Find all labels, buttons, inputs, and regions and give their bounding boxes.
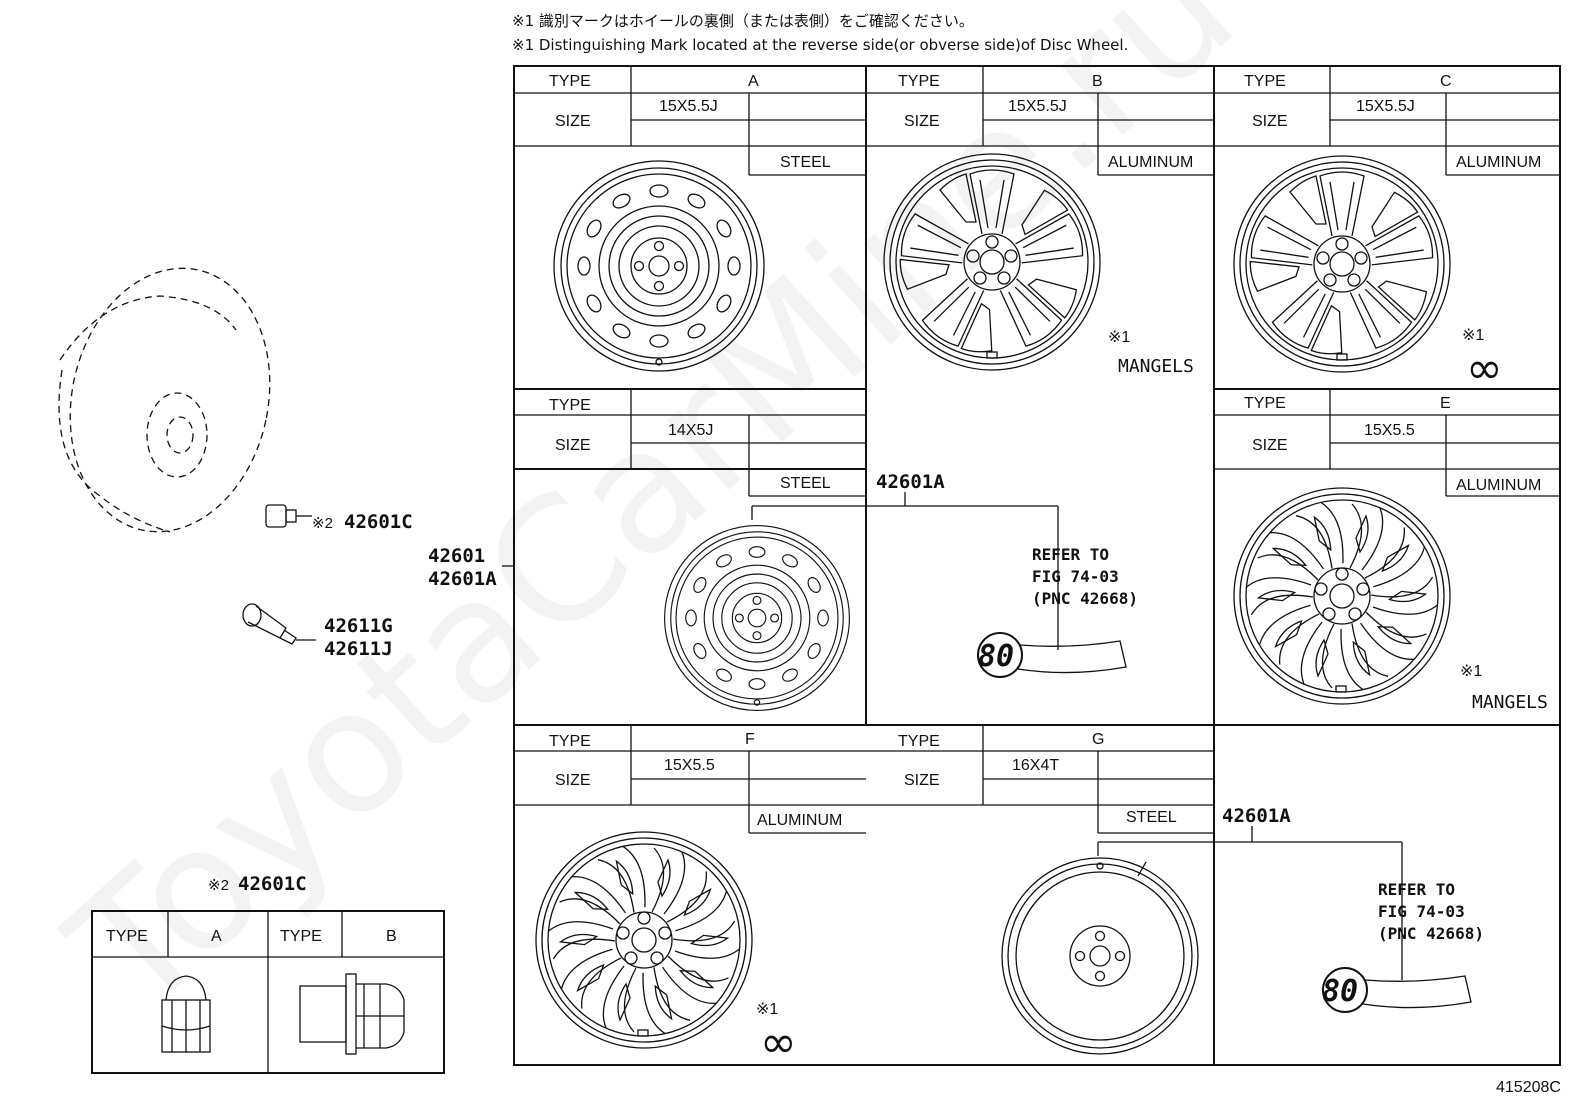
svg-text:15X5.5J: 15X5.5J (659, 98, 718, 115)
svg-text:B: B (1092, 73, 1103, 90)
svg-text:B: B (386, 928, 397, 945)
spare-wheel-16-callout: 42601A REFER TO FIG 74-03 (PNC 42668) 80 (1001, 805, 1484, 1055)
material-aluminum: ALUMINUM (1108, 154, 1193, 171)
svg-text:C: C (1440, 73, 1452, 90)
svg-text:TYPE: TYPE (1244, 73, 1286, 90)
svg-text:TYPE: TYPE (549, 733, 591, 750)
svg-text:TYPE: TYPE (106, 928, 148, 945)
svg-text:※1: ※1 (1462, 327, 1484, 344)
svg-text:SIZE: SIZE (904, 772, 940, 789)
wheel-cell-e: TYPE E SIZE 15X5.5 ALUMINUM ※1 MANGELS (1214, 389, 1560, 713)
svg-text:FIG 74-03: FIG 74-03 (1378, 902, 1465, 921)
tire-outline (58, 267, 271, 533)
nut-type-b-icon (299, 973, 405, 1055)
valve-stem-icon (242, 603, 316, 645)
mark-mangels: MANGELS (1472, 692, 1548, 713)
svg-text:SIZE: SIZE (1252, 113, 1288, 130)
svg-text:15X5.5: 15X5.5 (1364, 422, 1415, 439)
steel-wheel-spare-16 (1001, 857, 1199, 1055)
svg-text:80: 80 (1322, 974, 1358, 1009)
wheel-cell-c: TYPE C SIZE 15X5.5J ALUMINUM ※1 ∞ (1214, 66, 1560, 394)
svg-text:※1: ※1 (756, 1001, 778, 1018)
nut-table-title: 42601C (238, 873, 307, 895)
svg-text:F: F (745, 731, 755, 748)
swirl-wheel-f (536, 832, 752, 1048)
alloy-wheel-c (1234, 156, 1450, 372)
spare-wheel-14-callout: 42601A REFER TO FIG 74-03 (PNC 42668) 80 (664, 471, 1138, 711)
svg-text:TYPE: TYPE (280, 928, 322, 945)
spare-part-number: 42601A (876, 471, 945, 493)
valve-part-number-2: 42611J (324, 638, 393, 660)
nut-type-a-icon (161, 975, 211, 1053)
svg-text:E: E (1440, 395, 1451, 412)
material-aluminum: ALUMINUM (757, 812, 842, 829)
svg-text:SIZE: SIZE (904, 113, 940, 130)
wheel-part-number-1: 42601 (428, 545, 485, 567)
svg-text:TYPE: TYPE (898, 73, 940, 90)
note-japanese: ※1 識別マークはホイールの裏側（または表側）をご確認ください。 (512, 12, 974, 30)
svg-text:16X4T: 16X4T (1012, 757, 1059, 774)
svg-text:※1: ※1 (1108, 329, 1130, 346)
figure-id: 415208C (1496, 1079, 1561, 1096)
svg-text:SIZE: SIZE (1252, 437, 1288, 454)
nut-type-table: TYPE A TYPE B (91, 910, 445, 1074)
svg-text:SIZE: SIZE (555, 113, 591, 130)
svg-text:TYPE: TYPE (549, 73, 591, 90)
svg-text:G: G (1092, 731, 1104, 748)
wheel-cell-a: TYPE A SIZE 15X5.5J STEEL (514, 66, 866, 372)
valve-part-number-1: 42611G (324, 615, 393, 637)
nut-part-number: 42601C (344, 511, 413, 533)
wheel-cell-b: TYPE B SIZE 15X5.5J ALUMINUM ※1 MANGELS (866, 66, 1214, 377)
svg-text:14X5J: 14X5J (668, 422, 713, 439)
material-steel: STEEL (780, 475, 831, 492)
svg-text:※1: ※1 (1460, 663, 1482, 680)
svg-text:15X5.5J: 15X5.5J (1356, 98, 1415, 115)
svg-text:TYPE: TYPE (549, 397, 591, 414)
wheel-cell-g: TYPE G SIZE 16X4T STEEL (866, 725, 1214, 834)
mark-infinity: ∞ (1466, 343, 1503, 394)
svg-text:※2: ※2 (208, 877, 229, 894)
lug-nut-icon (265, 504, 312, 528)
swirl-wheel-e (1234, 488, 1450, 704)
svg-text:(PNC 42668): (PNC 42668) (1378, 924, 1484, 943)
svg-text:A: A (748, 73, 759, 90)
spare-part-number: 42601A (1222, 805, 1291, 827)
wheel-cell-f: TYPE F SIZE 15X5.5 ALUMINUM ※1 ∞ (514, 725, 1214, 1068)
svg-text:80: 80 (978, 639, 1014, 674)
svg-text:TYPE: TYPE (1244, 395, 1286, 412)
svg-text:A: A (211, 928, 222, 945)
material-steel: STEEL (780, 154, 831, 171)
svg-text:SIZE: SIZE (555, 437, 591, 454)
material-aluminum: ALUMINUM (1456, 154, 1541, 171)
mark-mangels: MANGELS (1118, 356, 1194, 377)
svg-text:※2: ※2 (312, 515, 333, 532)
svg-text:15X5.5: 15X5.5 (664, 757, 715, 774)
material-aluminum: ALUMINUM (1456, 477, 1541, 494)
svg-text:REFER TO: REFER TO (1032, 545, 1109, 564)
wheel-part-number-2: 42601A (428, 568, 497, 590)
mark-infinity: ∞ (760, 1017, 797, 1068)
note-english: ※1 Distinguishing Mark located at the re… (512, 36, 1128, 54)
svg-text:REFER TO: REFER TO (1378, 880, 1455, 899)
svg-text:TYPE: TYPE (898, 733, 940, 750)
material-steel: STEEL (1126, 809, 1177, 826)
svg-text:15X5.5J: 15X5.5J (1008, 98, 1067, 115)
svg-text:SIZE: SIZE (555, 772, 591, 789)
svg-text:FIG 74-03: FIG 74-03 (1032, 567, 1119, 586)
svg-text:(PNC 42668): (PNC 42668) (1032, 589, 1138, 608)
